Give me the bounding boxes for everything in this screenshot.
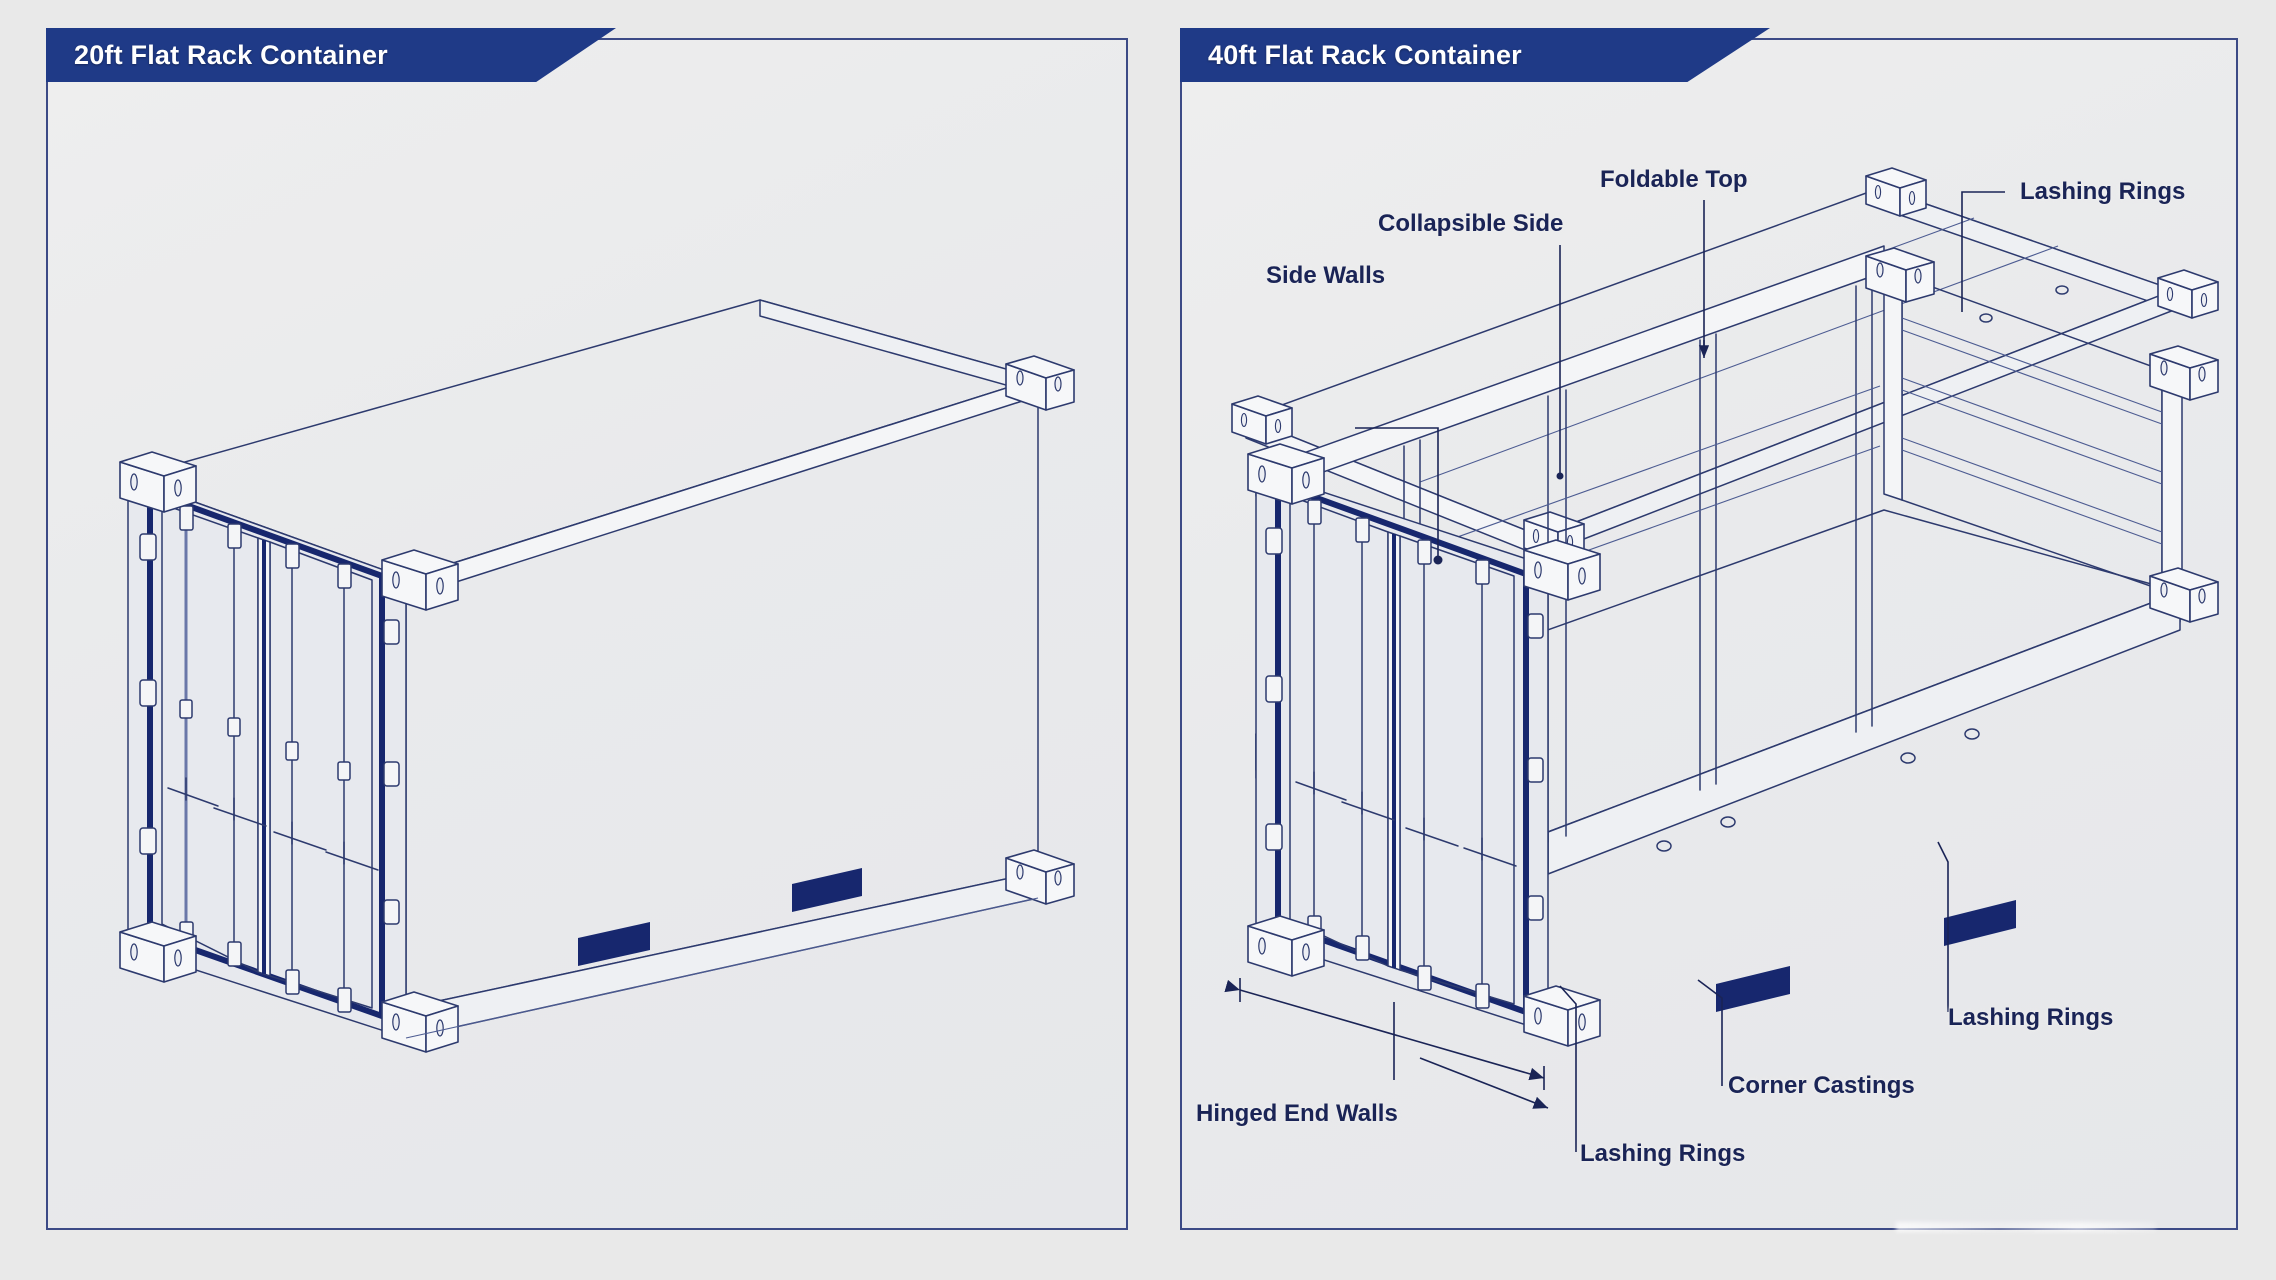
callout-collapsible-side: Collapsible Side — [1378, 210, 1564, 237]
watermark — [1896, 1222, 2156, 1232]
callout-side-walls: Side Walls — [1266, 262, 1386, 289]
callout-corner-castings: Corner Castings — [1728, 1072, 1915, 1099]
callout-lashing-rings-right: Lashing Rings — [1948, 1004, 2114, 1031]
callout-lashing-rings-top: Lashing Rings — [2020, 178, 2186, 205]
banner-20ft-label: 20ft Flat Rack Container — [74, 39, 388, 70]
callout-foldable-top: Foldable Top — [1600, 166, 1748, 193]
callout-hinged-end-walls: Hinged End Walls — [1196, 1100, 1398, 1127]
banner-40ft: 40ft Flat Rack Container — [1180, 28, 1770, 82]
banner-20ft: 20ft Flat Rack Container — [46, 28, 616, 82]
banner-40ft-label: 40ft Flat Rack Container — [1208, 39, 1522, 70]
callout-lashing-rings-bottom: Lashing Rings — [1580, 1140, 1746, 1167]
panel-40ft-container — [1180, 38, 2238, 1230]
panel-20ft-container — [46, 38, 1128, 1230]
